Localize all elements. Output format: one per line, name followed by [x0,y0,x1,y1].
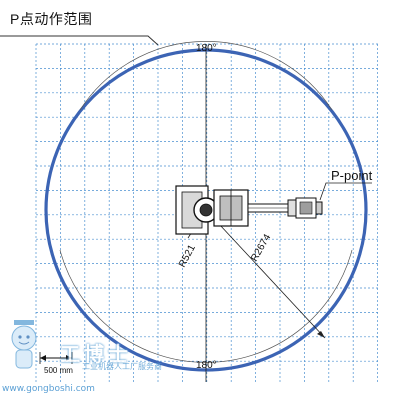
scale-bar-arrow-right [66,355,72,361]
header-rule [0,35,159,46]
angle-label-bottom: 180° [196,360,217,371]
p-point-label: P-point [331,168,373,183]
mascot-watermark-icon [11,320,37,369]
inner-radius-label: R521 [177,243,198,270]
robot-top-view [175,185,323,235]
scale-bar-arrow-left [40,355,46,361]
inner-arc-top [79,41,333,111]
robot-joint-1-inner [199,203,213,217]
watermark-site: www.gongboshi.com [2,384,95,394]
p-point-leader [319,182,372,201]
outer-radius-arrowhead [317,331,325,338]
robot-flange [315,201,323,215]
scale-bar-label: 500 mm [44,366,73,375]
watermark-brand: 工博士 [60,344,132,366]
watermark-subtitle: 工业机器人工厂服务商 [82,362,162,371]
outer-radius-line [205,209,326,339]
page-title: P点动作范围 [10,11,93,27]
outer-radius-label: R2674 [249,232,273,263]
robot-wrist-collar [287,199,297,217]
robot-wrist-detail [299,201,313,215]
scale-bar [39,352,73,364]
angle-label-top: 180° [196,43,217,54]
